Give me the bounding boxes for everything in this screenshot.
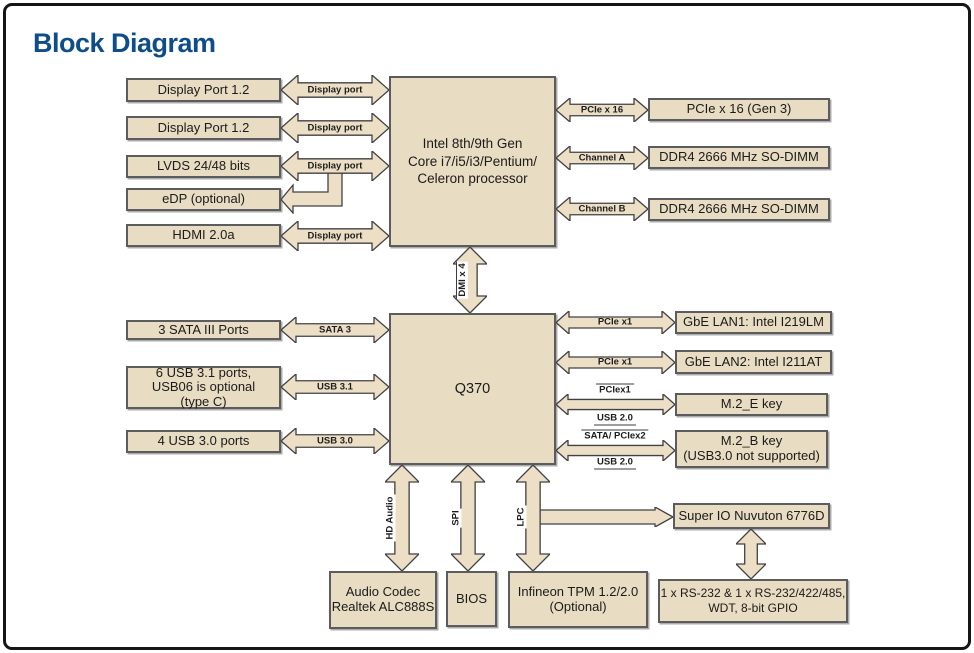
bus-label-sata3: SATA 3 — [318, 324, 352, 336]
bus-label-lpc: LPC — [515, 505, 527, 529]
bus-label-channel-a: Channel A — [578, 152, 626, 164]
arrow-hdmi — [281, 221, 389, 251]
arrow-lpc-branch — [538, 507, 673, 527]
node-display-port-2: Display Port 1.2 — [126, 116, 281, 140]
arrow-pcie-x1-lan1 — [556, 311, 675, 334]
node-edp: eDP (optional) — [126, 188, 281, 211]
node-m2-b-key: M.2_B key (USB3.0 not supported) — [675, 430, 828, 468]
node-q370-pch: Q370 — [389, 313, 556, 465]
bus-label-display-port-1: Display port — [307, 84, 363, 96]
arrow-usb30 — [281, 428, 389, 454]
node-sodimm-a: DDR4 2666 MHz SO-DIMM — [648, 146, 830, 169]
node-tpm: Infineon TPM 1.2/2.0 (Optional) — [508, 571, 648, 628]
arrow-spi — [451, 465, 485, 571]
bus-label-display-port-hdmi: Display port — [307, 230, 363, 242]
bus-label-pcie-x1-lan1: PCIe x1 — [597, 316, 633, 328]
arrow-hd-audio — [385, 465, 419, 571]
arrow-superio-serial — [736, 529, 766, 579]
bus-label-usb31: USB 3.1 — [317, 381, 353, 393]
bus-label-dmi-x4: DMI x 4 — [456, 261, 468, 299]
node-pcie-x16-slot: PCIe x 16 (Gen 3) — [648, 98, 830, 121]
arrow-display-port-1 — [281, 75, 389, 105]
bus-label-display-port-2: Display port — [307, 122, 363, 134]
bus-label-spi: SPI — [450, 508, 462, 528]
edp-branch-connector — [281, 172, 345, 214]
arrow-lvds — [281, 151, 389, 181]
arrow-lpc — [516, 465, 550, 571]
node-gbe-lan2: GbE LAN2: Intel I211AT — [675, 350, 832, 374]
page-title: Block Diagram — [33, 28, 216, 58]
node-serial-gpio: 1 x RS-232 & 1 x RS-232/422/485, WDT, 8-… — [658, 579, 848, 623]
bus-label-pcie-x1-lan2: PCIe x1 — [597, 356, 633, 368]
node-usb30-ports: 4 USB 3.0 ports — [126, 430, 281, 453]
node-bios: BIOS — [446, 571, 497, 627]
bus-label-m2e-pciex1: PCIex1 — [596, 383, 634, 397]
node-display-port-1: Display Port 1.2 — [126, 78, 281, 102]
node-sodimm-b: DDR4 2666 MHz SO-DIMM — [648, 198, 830, 221]
bus-label-usb30: USB 3.0 — [317, 435, 353, 447]
bus-label-pcie-x16: PCIe x 16 — [580, 104, 624, 116]
node-usb31-ports: 6 USB 3.1 ports, USB06 is optional (type… — [126, 365, 281, 409]
arrow-m2e — [556, 394, 675, 415]
arrow-usb31 — [281, 374, 389, 400]
bus-label-m2b-usb20: USB 2.0 — [594, 456, 636, 470]
node-sata-ports: 3 SATA III Ports — [126, 320, 281, 340]
arrow-sata3 — [281, 317, 389, 343]
node-super-io: Super IO Nuvuton 6776D — [673, 503, 830, 529]
node-audio-codec: Audio Codec Realtek ALC888S — [329, 571, 437, 629]
arrow-m2b — [556, 440, 675, 461]
arrow-display-port-2 — [281, 113, 389, 143]
bus-label-display-port-lvds: Display port — [307, 160, 363, 172]
node-hdmi: HDMI 2.0a — [126, 224, 281, 247]
bus-label-channel-b: Channel B — [578, 203, 626, 215]
node-lvds: LVDS 24/48 bits — [126, 155, 281, 178]
bus-label-m2b-sata-pciex2: SATA/ PCIex2 — [581, 429, 649, 443]
arrow-pcie-x1-lan2 — [556, 351, 675, 374]
arrow-channel-b — [556, 197, 648, 221]
node-m2-e-key: M.2_E key — [675, 393, 828, 416]
bus-label-hd-audio: HD Audio — [384, 494, 396, 542]
node-cpu: Intel 8th/9th Gen Core i7/i5/i3/Pentium/… — [389, 76, 556, 247]
node-gbe-lan1: GbE LAN1: Intel I219LM — [675, 311, 832, 334]
arrow-channel-a — [556, 146, 648, 170]
arrow-pcie-x16 — [556, 98, 648, 122]
bus-label-m2e-usb20: USB 2.0 — [594, 412, 636, 426]
